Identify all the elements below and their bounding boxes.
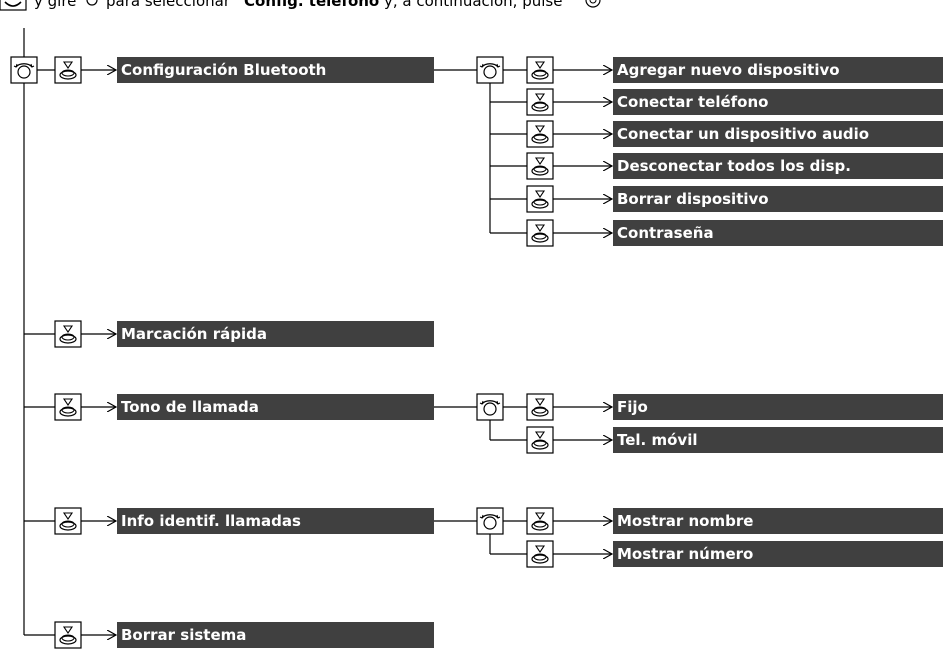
menu-label: Agregar nuevo dispositivo: [617, 61, 840, 79]
interface-dial-rotate-icon: [476, 507, 504, 535]
menu-row-bluetooth: Configuración Bluetooth: [10, 56, 477, 84]
interface-dial-press-icon: [585, 0, 601, 8]
menu-label: Tono de llamada: [121, 398, 259, 416]
menu-bar: [613, 153, 943, 179]
interface-dial-press-icon: [526, 56, 554, 84]
interface-dial-press-icon: [54, 320, 82, 348]
interface-dial-press-icon: [526, 219, 554, 247]
menu-bar: [117, 508, 434, 534]
phone-icon: [0, 0, 27, 11]
interface-dial-press-icon: [54, 621, 82, 649]
menu-bar: [613, 220, 943, 246]
menu-row-speed-dial: Marcación rápida: [24, 320, 434, 348]
interface-dial-press-icon: [54, 393, 82, 421]
menu-label: Conectar un dispositivo audio: [617, 125, 869, 143]
menu-label: Conectar teléfono: [617, 93, 768, 111]
menu-bar: [117, 321, 434, 347]
menu-label: Fijo: [617, 398, 648, 416]
interface-dial-press-icon: [526, 507, 554, 535]
menu-bar: [613, 89, 943, 115]
menu-label: Borrar dispositivo: [617, 190, 769, 208]
menu-bar: [117, 622, 434, 648]
interface-dial-press-icon: [526, 540, 554, 568]
menu-bar: [613, 57, 943, 83]
menu-label: Mostrar número: [617, 545, 753, 563]
interface-dial-press-icon: [54, 507, 82, 535]
interface-dial-press-icon: [526, 185, 554, 213]
menu-row-ringtone: Tono de llamada Fijo Tel. móvil: [24, 393, 943, 454]
header-text-2: para seleccionar: [106, 0, 231, 10]
interface-dial-press-icon: [54, 56, 82, 84]
menu-label: Borrar sistema: [121, 626, 246, 644]
interface-dial-press-icon: [526, 393, 554, 421]
header-text-3: y, a continuación, pulse: [384, 0, 562, 10]
menu-bar: [613, 427, 943, 453]
interface-dial-press-icon: [526, 88, 554, 116]
menu-bar: [117, 57, 434, 83]
header-instruction: y gire para seleccionar Config. teléfono…: [0, 0, 601, 11]
menu-row-caller-id: Info identif. llamadas Mostrar nombre Mo…: [24, 507, 943, 568]
interface-dial-press-icon: [526, 426, 554, 454]
menu-bar: [613, 508, 943, 534]
menu-bar: [613, 186, 943, 212]
menu-row-clear-system: Borrar sistema: [24, 621, 434, 649]
bluetooth-submenu: Agregar nuevo dispositivo Conectar teléf…: [476, 56, 943, 247]
menu-bar: [613, 541, 943, 567]
menu-bar: [117, 394, 434, 420]
menu-label: Marcación rápida: [121, 325, 267, 343]
menu-label: Configuración Bluetooth: [121, 61, 326, 79]
interface-dial-press-icon: [526, 152, 554, 180]
menu-bar: [613, 121, 943, 147]
interface-dial-rotate-icon: [476, 393, 504, 421]
interface-dial-rotate-icon: [10, 56, 38, 84]
interface-dial-press-icon: [526, 120, 554, 148]
menu-label: Mostrar nombre: [617, 512, 753, 530]
interface-dial-rotate-icon: [476, 56, 504, 84]
menu-bar: [613, 394, 943, 420]
menu-label: Tel. móvil: [617, 431, 697, 449]
menu-label: Desconectar todos los disp.: [617, 157, 851, 175]
header-text-1: y gire: [34, 0, 76, 10]
interface-dial-rotate-icon: [86, 0, 98, 6]
menu-label: Info identif. llamadas: [121, 512, 301, 530]
header-bold-setting: Config. teléfono: [244, 0, 379, 10]
menu-label: Contraseña: [617, 224, 714, 242]
